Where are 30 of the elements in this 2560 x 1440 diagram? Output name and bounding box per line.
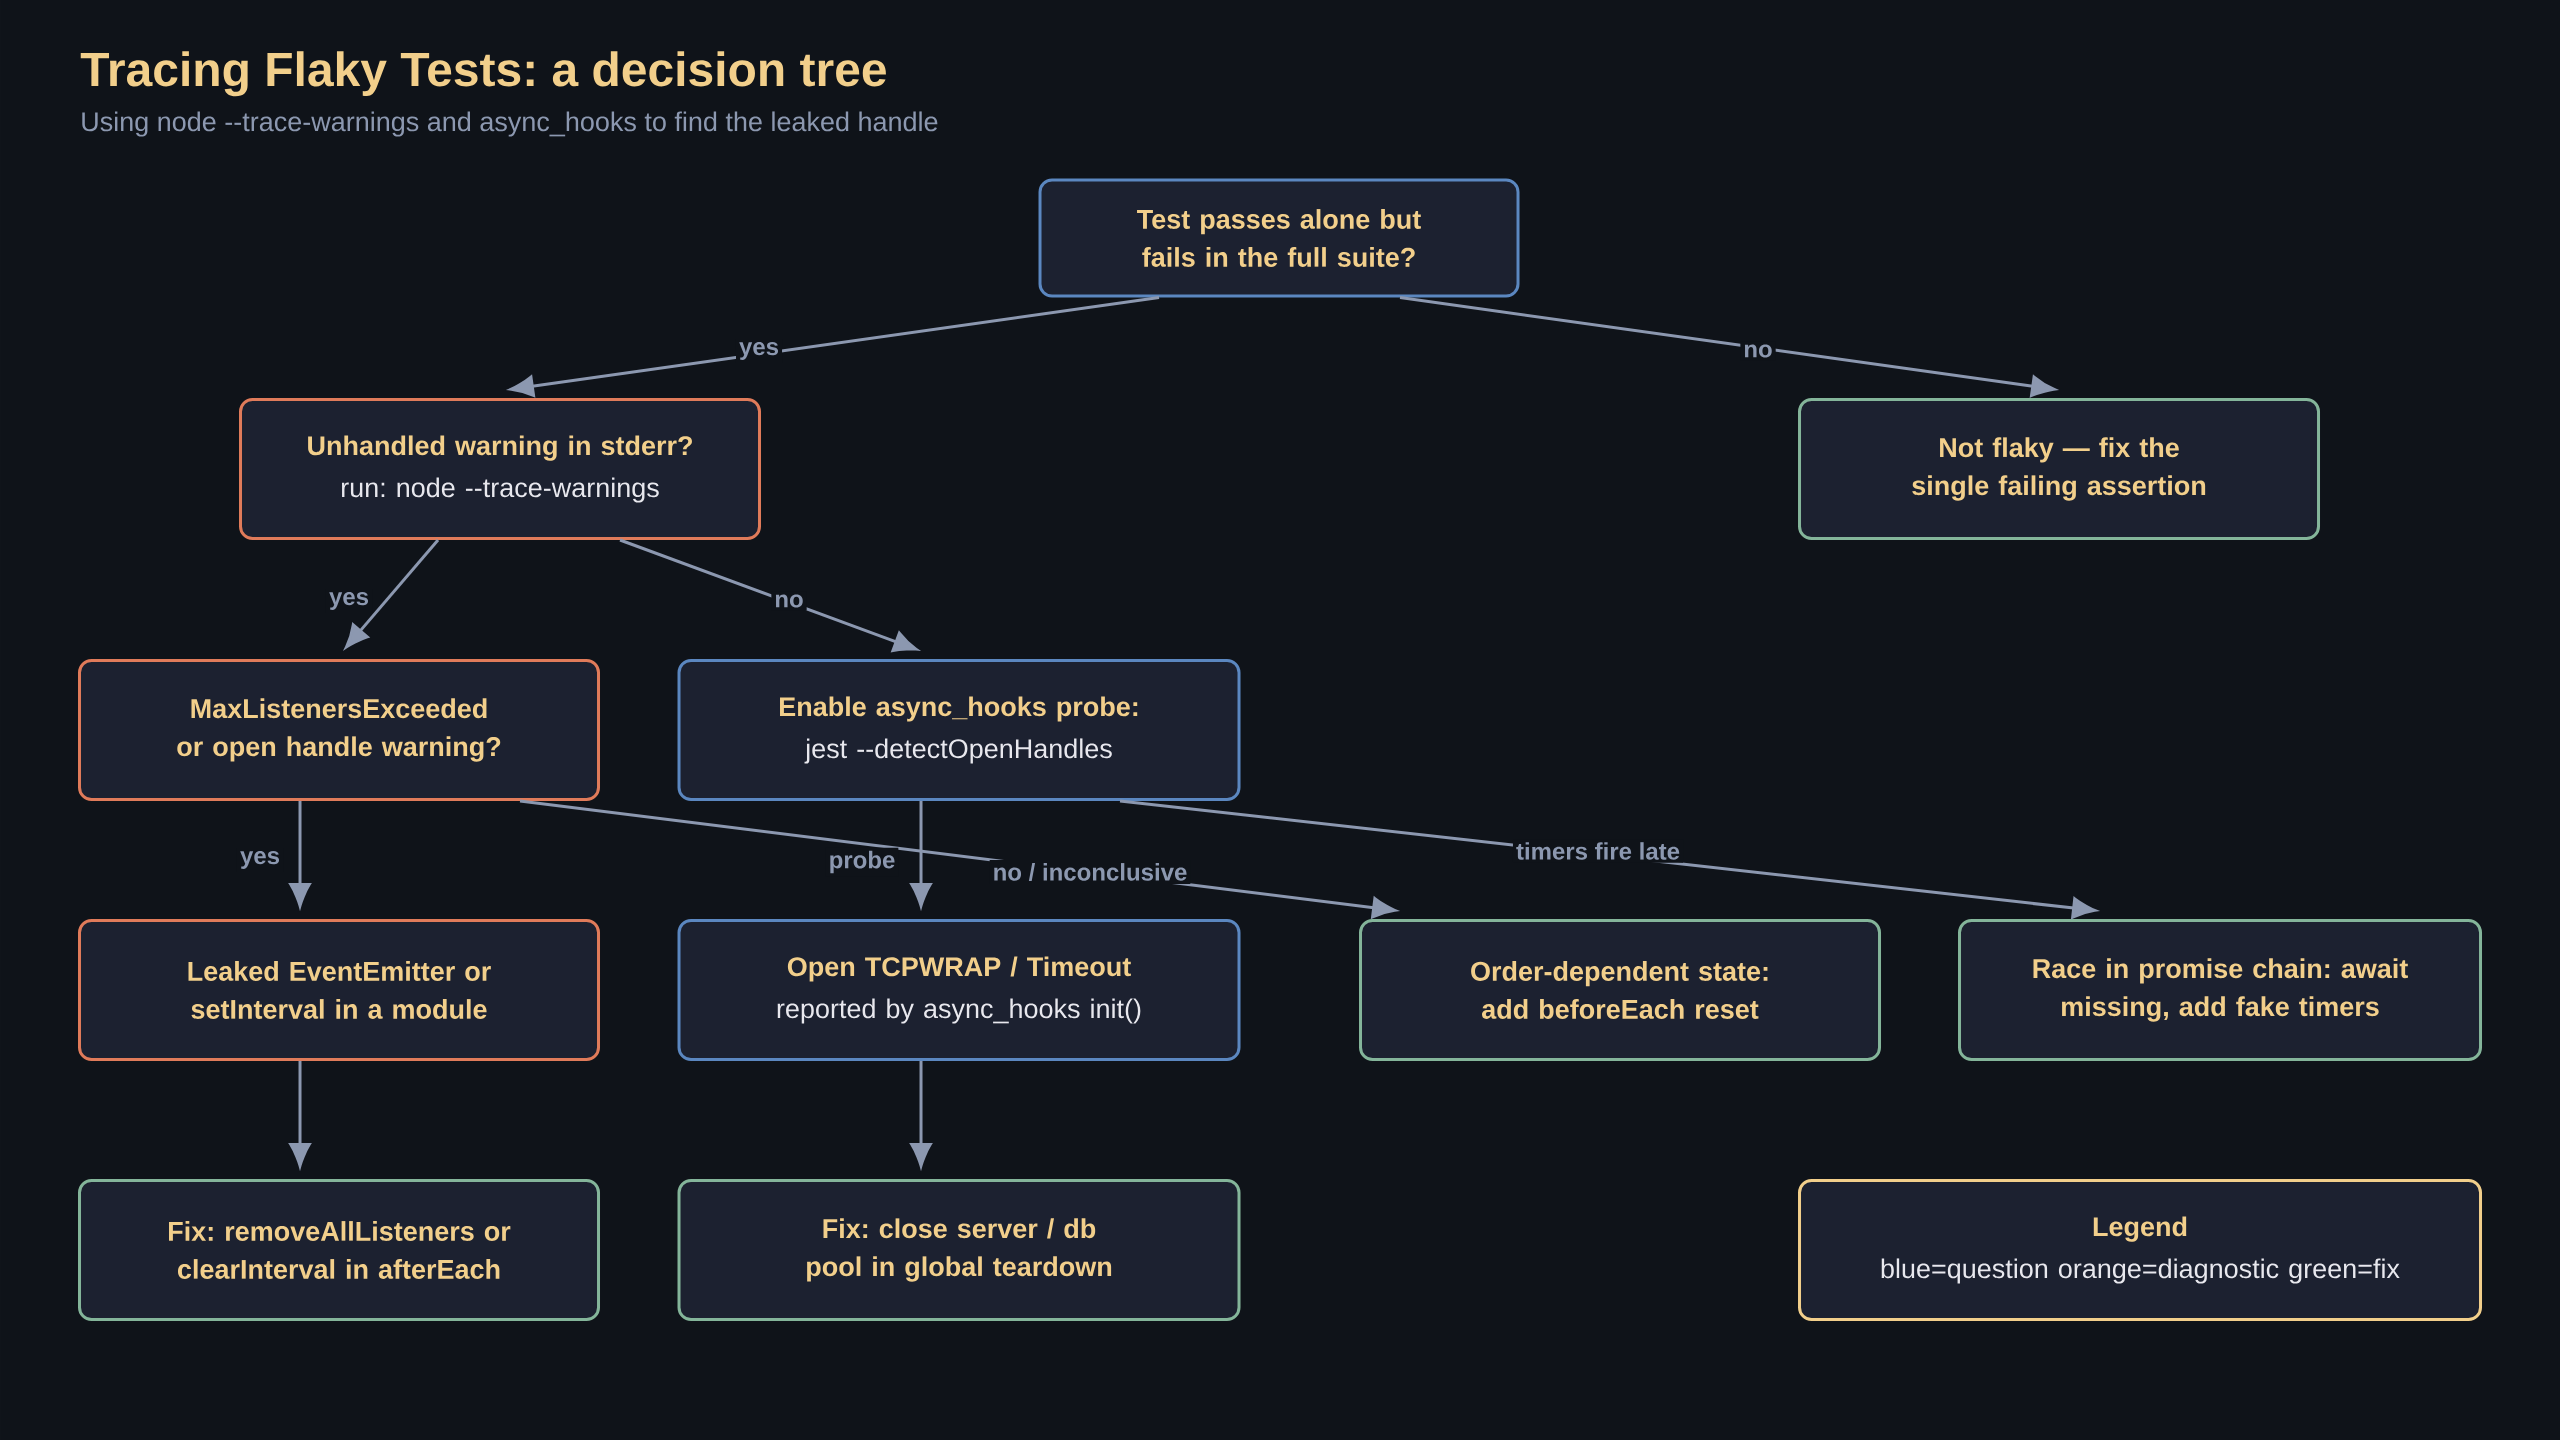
- arrow: [289, 801, 311, 908]
- arrow: [910, 1061, 932, 1168]
- edge-label: yes: [237, 848, 284, 872]
- arrow: [509, 296, 1160, 397]
- fix-box: Race in promise chain: await missing, add fake timers: [1958, 919, 2482, 1061]
- arrow: [910, 801, 932, 908]
- fix-box: Fix: removeAllListeners or clearInterval in afterEach: [78, 1179, 600, 1321]
- title: Tracing Flaky Tests: a decision tree: [80, 51, 886, 97]
- subtitle: Using node --trace-warnings and async_hooks to find the leaked handle: [82, 111, 938, 137]
- diagnostic-box: Leaked EventEmitter or setInterval in a module: [78, 919, 600, 1061]
- diagnostic-box: MaxListenersExceeded or open handle warning?: [78, 659, 600, 801]
- edge-label: timers fire late: [1513, 839, 1684, 863]
- arrow: [289, 1061, 311, 1168]
- edge-label: yes: [326, 589, 373, 613]
- edge-label: no / inconclusive: [989, 860, 1191, 884]
- arrow: [345, 539, 440, 649]
- fix-box: Not flaky — fix the single failing assertion: [1798, 398, 2320, 540]
- legend-box: Legend blue=question orange=diagnostic green=fix: [1798, 1179, 2482, 1321]
- edge-label: probe: [825, 847, 899, 877]
- edge-label: no: [771, 591, 807, 611]
- edge-label: no: [1740, 341, 1776, 361]
- diagnostic-box: Unhandled warning in stderr? run: node --trace-warnings: [239, 398, 761, 540]
- question-box: Open TCPWRAP / Timeout reported by async_hooks init(): [677, 919, 1241, 1061]
- question-box: Test passes alone but fails in the full suite?: [1038, 178, 1520, 298]
- question-box: Enable async_hooks probe: jest --detectOpenHandles: [677, 659, 1241, 801]
- fix-box: Order-dependent state: add beforeEach reset: [1359, 919, 1881, 1061]
- edge-label: yes: [736, 339, 783, 363]
- fix-box: Fix: close server / db pool in global teardown: [677, 1179, 1241, 1321]
- arrow: [1399, 296, 2056, 397]
- arrow: [619, 538, 918, 652]
